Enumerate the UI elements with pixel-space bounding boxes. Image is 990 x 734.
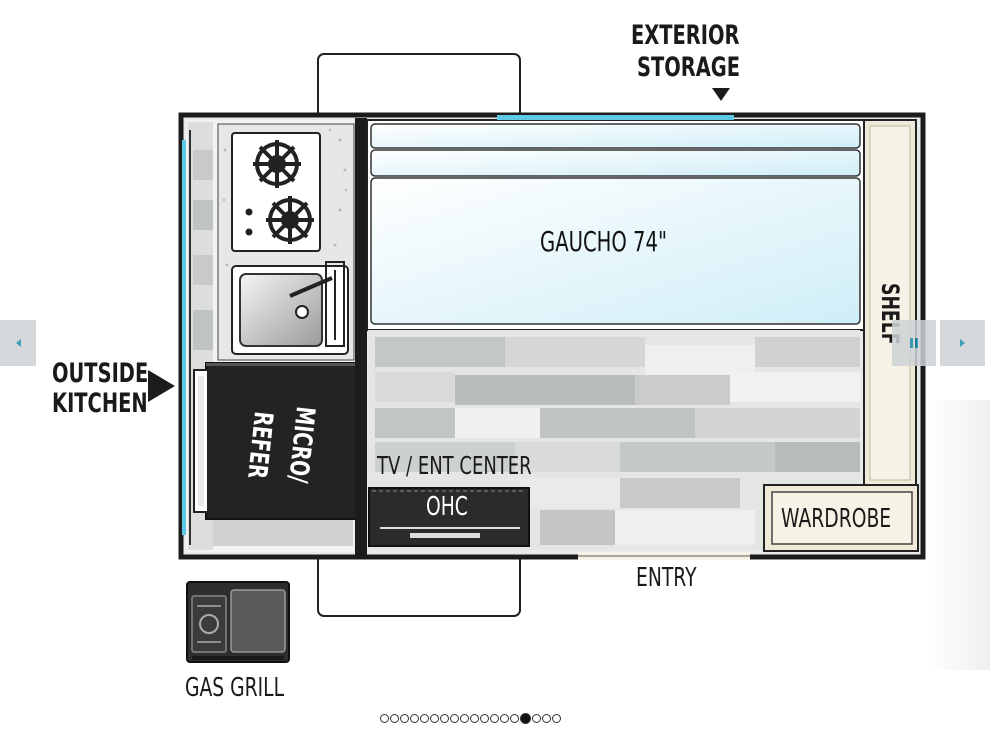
- pagination-dot[interactable]: [552, 713, 561, 723]
- window-top: [497, 115, 734, 120]
- ohc-label: OHC: [426, 492, 468, 522]
- burner-top: [253, 140, 301, 188]
- pagination-dot[interactable]: [450, 713, 459, 723]
- pagination-dot[interactable]: [400, 713, 409, 723]
- wardrobe-label: WARDROBE: [781, 504, 892, 534]
- pagination-dot[interactable]: [542, 713, 551, 723]
- pagination-dot[interactable]: [440, 713, 449, 723]
- micro-refer: [205, 362, 357, 520]
- pagination-dot[interactable]: [470, 713, 479, 723]
- kitchen-label: KITCHEN: [52, 388, 148, 419]
- caret-left-icon: [15, 339, 21, 347]
- pagination-dot[interactable]: [520, 712, 531, 724]
- micro-label: MICRO/: [282, 405, 320, 485]
- gas-grill: [186, 581, 290, 663]
- pagination-dot[interactable]: [410, 713, 419, 723]
- tv-ent-center-label: TV / ENT CENTER: [377, 451, 532, 480]
- bunk-end-top: [317, 53, 521, 119]
- pause-icon: [910, 338, 918, 348]
- pagination-dot[interactable]: [390, 713, 399, 723]
- prev-slide-button[interactable]: [0, 320, 36, 366]
- exterior-storage-arrow: [712, 88, 730, 101]
- pagination-dot[interactable]: [480, 713, 489, 723]
- storage-label: STORAGE: [637, 52, 741, 83]
- pause-button[interactable]: [892, 320, 936, 366]
- pagination-dot[interactable]: [490, 713, 499, 723]
- pagination-dot[interactable]: [460, 713, 469, 723]
- burner-bottom: [266, 196, 314, 244]
- outside-label: OUTSIDE: [52, 358, 149, 389]
- window-left: [182, 140, 186, 535]
- refer-label: REFER: [241, 410, 278, 481]
- slide-pagination: [380, 712, 561, 724]
- caret-right-icon: [960, 339, 965, 347]
- gas-grill-label: GAS GRILL: [185, 673, 285, 703]
- pagination-dot[interactable]: [510, 713, 519, 723]
- bunk-end-bottom: [317, 552, 521, 617]
- pagination-dot[interactable]: [430, 713, 439, 723]
- entry-label: ENTRY: [636, 563, 697, 593]
- next-slide-button[interactable]: [940, 320, 985, 366]
- gaucho-label: GAUCHO 74": [540, 225, 667, 258]
- pagination-dot[interactable]: [532, 713, 541, 723]
- outside-kitchen-arrow: [148, 370, 175, 402]
- pagination-dot[interactable]: [500, 713, 509, 723]
- pagination-dot[interactable]: [420, 713, 429, 723]
- next-slide-peek: [930, 400, 990, 670]
- exterior-label: EXTERIOR: [631, 20, 740, 51]
- gaucho-back-cushion: [370, 123, 861, 149]
- pagination-dot[interactable]: [380, 713, 389, 723]
- gaucho-seat: [370, 177, 861, 325]
